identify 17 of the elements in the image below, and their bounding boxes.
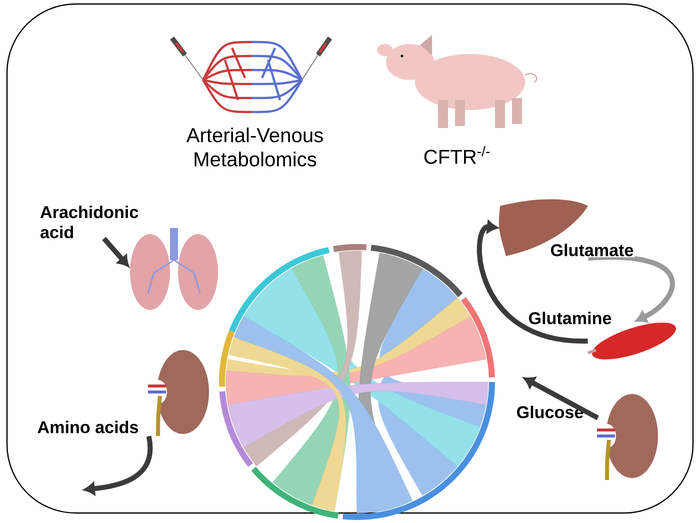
muscle-drawing xyxy=(587,322,676,360)
chord-diagram-drawing xyxy=(219,244,496,520)
arrow xyxy=(524,376,599,420)
metabolite-label: Glucose xyxy=(517,406,584,418)
lung-drawing xyxy=(130,228,218,310)
edge-label: Glutamate xyxy=(550,244,634,256)
arrow xyxy=(84,436,153,495)
metabolite-label: Amino acids xyxy=(38,420,138,434)
kidney-drawing xyxy=(597,394,658,480)
metabolite-label: Arachidonic acid xyxy=(40,206,138,238)
kidney-drawing xyxy=(148,350,209,436)
genotype-label: CFTR$^{-/-}$ xyxy=(424,146,490,164)
arrow xyxy=(102,236,129,267)
title-label: Arterial-Venous Metabolomics xyxy=(186,128,323,166)
edge-label: Glutamine xyxy=(528,312,612,324)
arrow xyxy=(588,254,675,323)
arrow xyxy=(477,220,588,344)
